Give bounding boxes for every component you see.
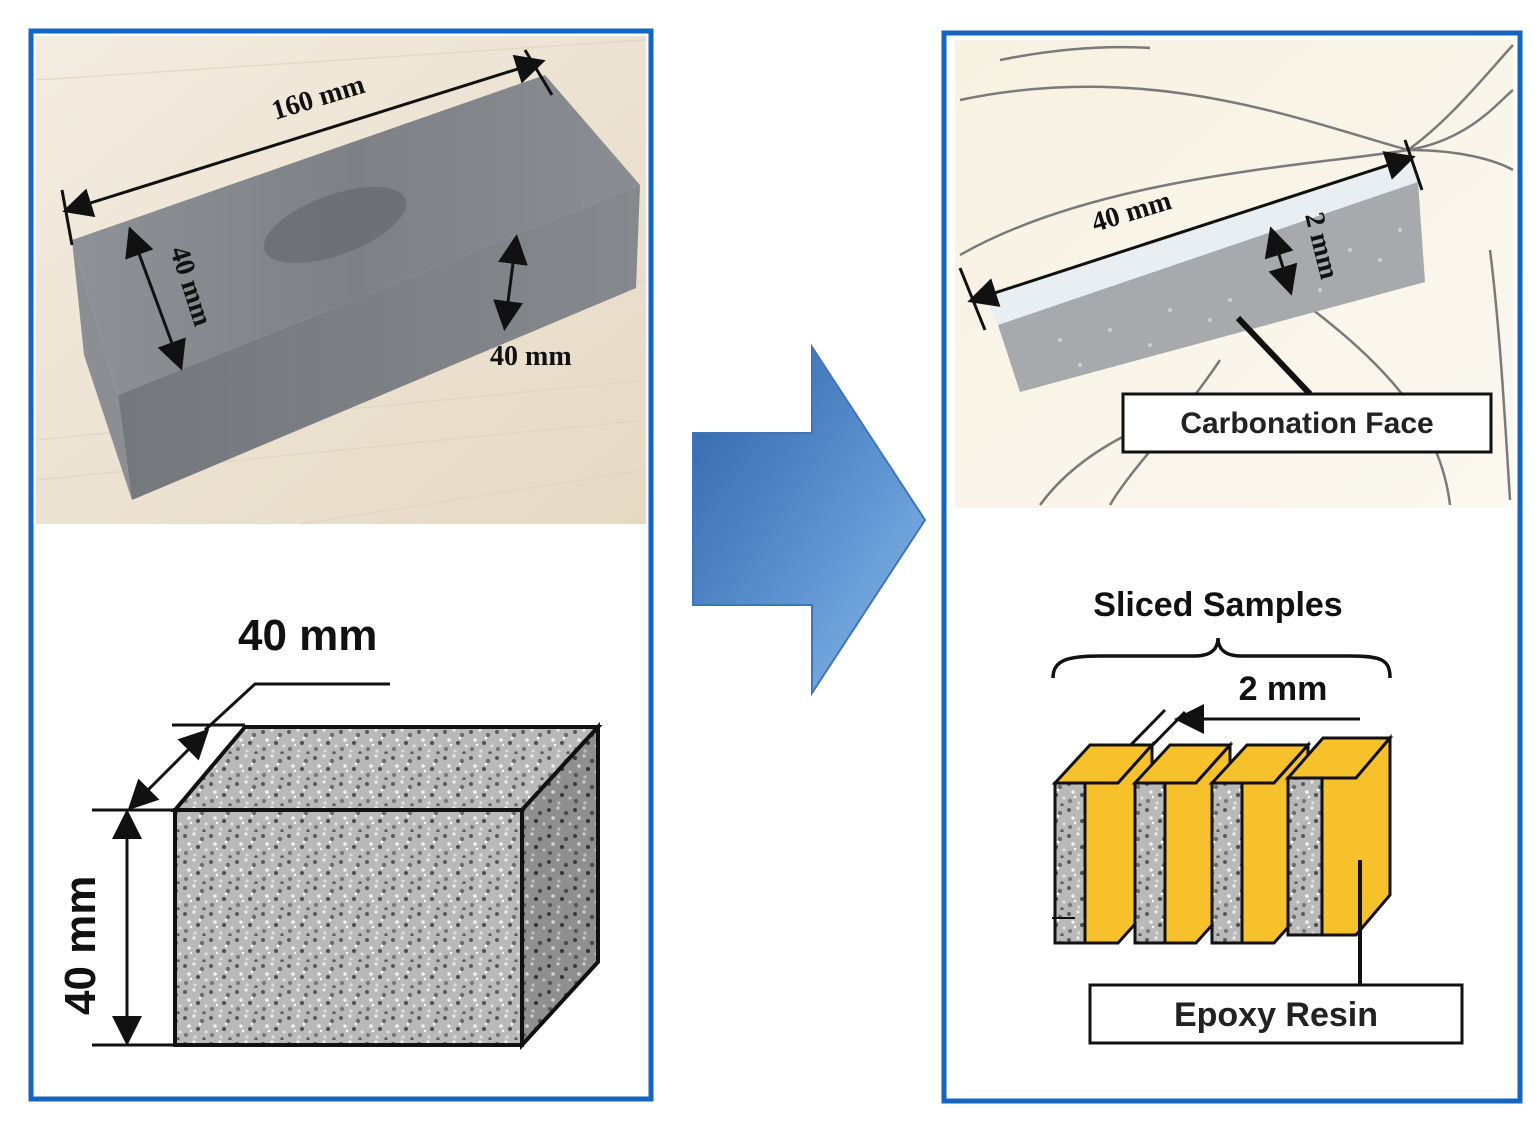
carbonation-callout-label: Carbonation Face [1180, 407, 1433, 440]
cube-front-face [173, 808, 524, 1047]
prism-schematic: 40 mm 40 mm [56, 611, 603, 1051]
right-panel: 40 mm 2 mm Carbonation Face Sliced Sampl… [941, 30, 1523, 1104]
slice-concrete-face [1133, 781, 1167, 945]
grouping-brace [1051, 637, 1392, 679]
length-tick-right [523, 49, 554, 96]
slice-thickness-dimension-line [1264, 226, 1298, 296]
depth-dimension-line [127, 728, 210, 811]
height-dimension-line [493, 234, 528, 331]
depth-label: 40 mm [238, 611, 377, 660]
epoxy-callout-box [1088, 983, 1464, 1045]
depth-leader-line [203, 682, 390, 732]
process-arrow [692, 343, 927, 697]
slice-width-tick-right [1403, 139, 1424, 191]
length-tick-left [60, 189, 74, 246]
width-dimension-line [125, 226, 186, 371]
sliced-samples-schematic: Sliced Samples 2 mm [1051, 586, 1464, 1045]
cube-height-label: 40 mm [56, 876, 105, 1015]
slice-photo: 40 mm 2 mm Carbonation Face [955, 40, 1514, 508]
slice-concrete-face [1286, 776, 1324, 937]
epoxy-callout-label: Epoxy Resin [1174, 996, 1378, 1034]
prism-photo: 160 mm 40 mm 40 mm [35, 36, 647, 525]
slice-width-tick-left [958, 267, 987, 331]
height-label: 40 mm [490, 341, 572, 372]
length-dimension-line [62, 54, 546, 218]
left-panel: 160 mm 40 mm 40 mm 40 mm 40 mm [28, 28, 654, 1102]
sample-slice [1284, 733, 1394, 937]
prism-end-face [72, 240, 132, 500]
spacing-label: 2 mm [1239, 670, 1328, 708]
sliced-samples-label: Sliced Samples [1093, 586, 1342, 624]
slice-concrete-face [1053, 781, 1087, 945]
carbonation-leader-line [1235, 315, 1313, 397]
slice-width-dimension-line [967, 151, 1416, 307]
slice-concrete-face [1210, 781, 1244, 945]
carbonation-callout-box [1121, 392, 1493, 454]
